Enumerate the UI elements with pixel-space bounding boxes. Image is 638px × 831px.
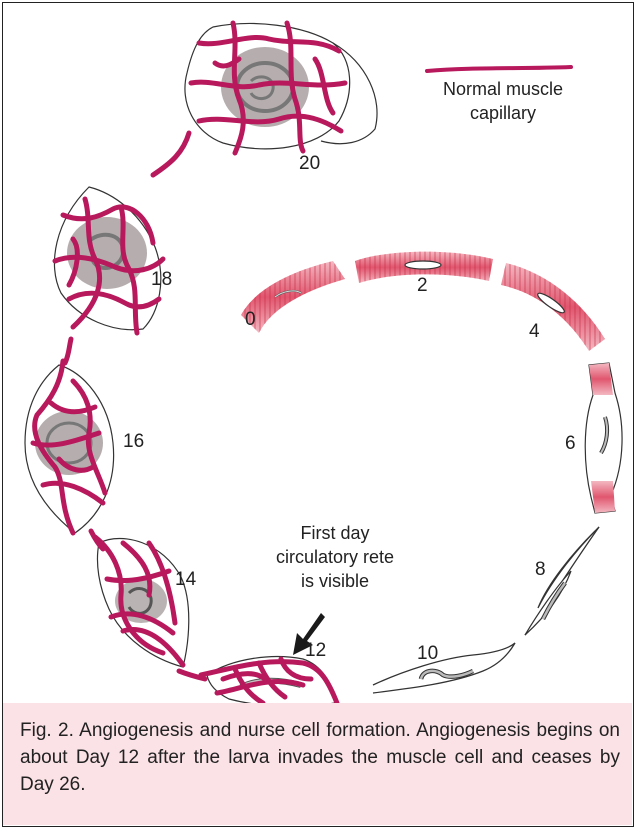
stage-label-day-8: 8: [535, 559, 546, 581]
annotation-line-1: First day: [265, 521, 405, 545]
stage-label-day-0: 0: [245, 309, 256, 331]
nurse-cell-day-14: [95, 537, 189, 667]
stage-label-day-16: 16: [123, 431, 144, 453]
nurse-cell-day-12: [201, 657, 337, 703]
muscle-segment-day-6: [585, 363, 622, 513]
legend-label: Normal muscle capillary: [423, 77, 583, 125]
cell-day-8: [525, 527, 599, 635]
stage-label-day-12: 12: [305, 640, 326, 662]
legend-capillary-line: [427, 67, 571, 71]
stage-label-day-10: 10: [417, 643, 438, 665]
nurse-cell-day-16: [25, 361, 114, 533]
stage-label-day-14: 14: [175, 569, 196, 591]
cell-day-10: [373, 643, 515, 693]
legend-label-line-1: Normal muscle: [423, 77, 583, 101]
annotation-line-3: is visible: [265, 569, 405, 593]
nurse-cell-day-18: [54, 187, 163, 333]
muscle-segment-day-0: [241, 261, 345, 333]
nurse-cell-day-20: [185, 23, 377, 153]
stage-label-day-2: 2: [417, 275, 428, 297]
stage-label-day-18: 18: [151, 269, 172, 291]
circulatory-rete-annotation: First day circulatory rete is visible: [265, 521, 405, 593]
stage-label-day-20: 20: [299, 153, 320, 175]
stage-label-day-4: 4: [529, 321, 540, 343]
muscle-segment-day-4: [501, 263, 605, 351]
stage-label-day-6: 6: [565, 433, 576, 455]
legend-label-line-2: capillary: [423, 101, 583, 125]
diagram-area: 0 2 4 6 8 10 12 14 16 18 20 Normal muscl…: [3, 3, 635, 703]
figure-caption: Fig. 2. Angiogenesis and nurse cell form…: [20, 717, 620, 798]
annotation-line-2: circulatory rete: [265, 545, 405, 569]
